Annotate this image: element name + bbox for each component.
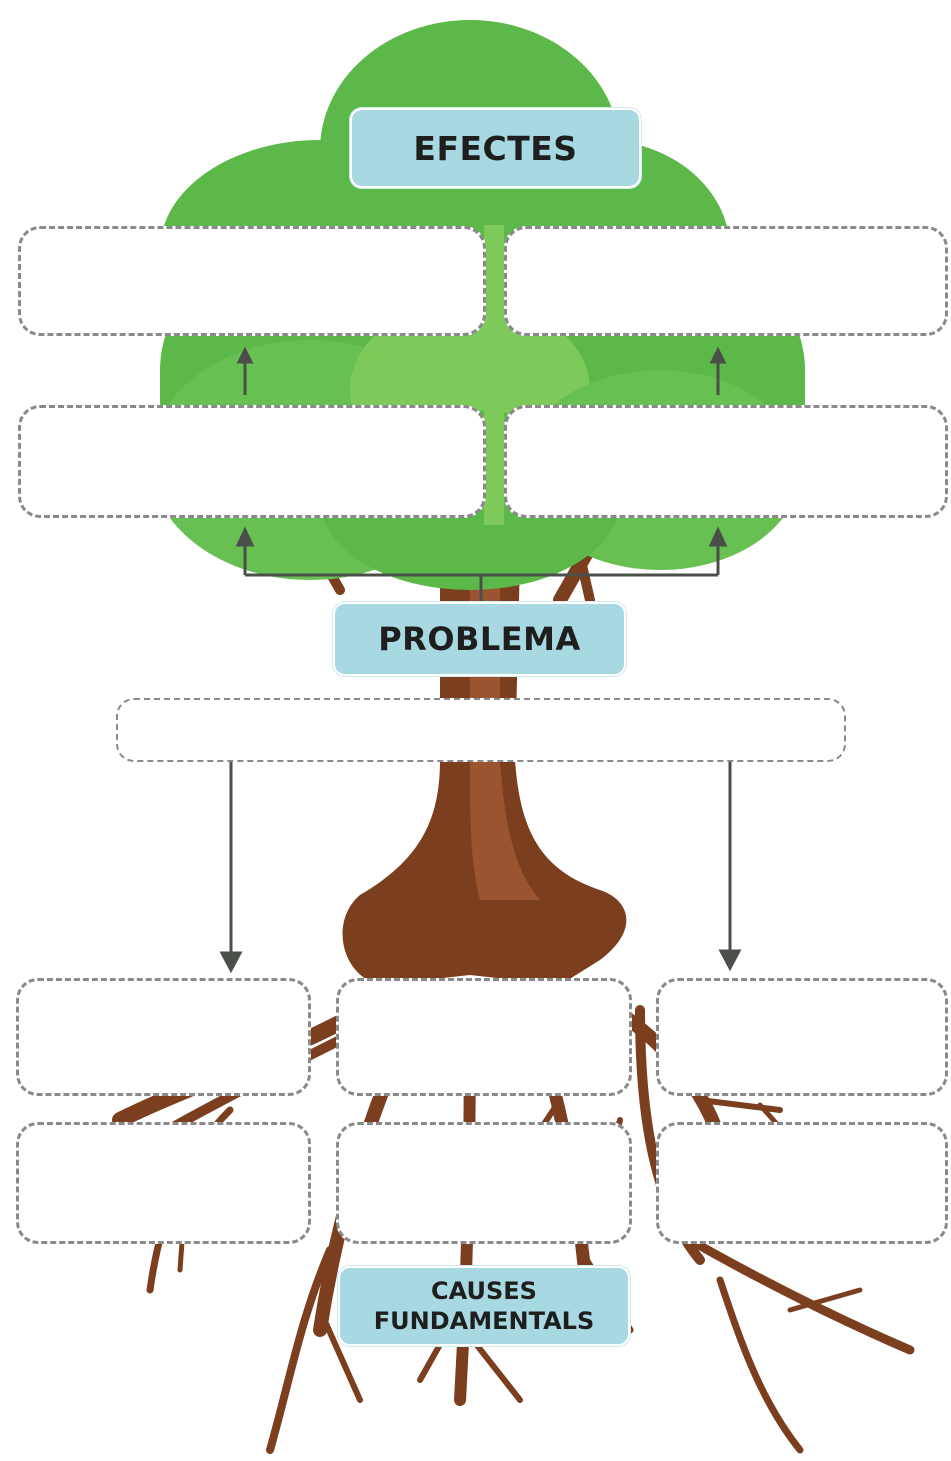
cause-box-6[interactable]	[656, 1122, 948, 1244]
problem-box[interactable]	[116, 698, 846, 762]
cause-box-2[interactable]	[336, 978, 632, 1096]
effects-label: EFECTES	[350, 108, 641, 188]
causes-label-line2: FUNDAMENTALS	[373, 1307, 595, 1335]
cause-box-3[interactable]	[656, 978, 948, 1096]
causes-label: CAUSES FUNDAMENTALS	[338, 1266, 630, 1346]
problem-label-text: PROBLEMA	[378, 620, 581, 658]
cause-box-1[interactable]	[16, 978, 311, 1096]
effect-box-3[interactable]	[18, 405, 486, 518]
connector-arrows	[219, 346, 742, 974]
cause-box-4[interactable]	[16, 1122, 311, 1244]
effects-label-text: EFECTES	[413, 128, 578, 168]
cause-box-5[interactable]	[336, 1122, 632, 1244]
problem-label: PROBLEMA	[333, 602, 626, 676]
effect-box-1[interactable]	[18, 226, 486, 336]
effect-box-4[interactable]	[504, 405, 948, 518]
effect-box-2[interactable]	[504, 226, 948, 336]
causes-label-line1: CAUSES	[431, 1277, 537, 1305]
